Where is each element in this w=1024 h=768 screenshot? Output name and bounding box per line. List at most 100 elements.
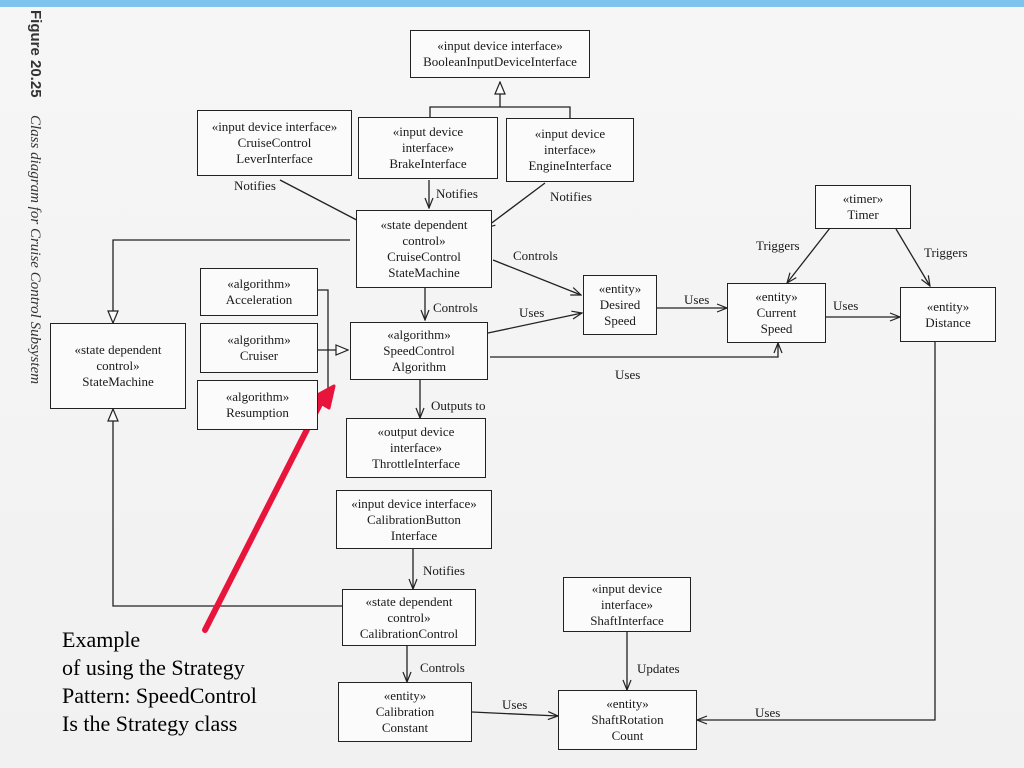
class-name: Acceleration: [225, 292, 293, 307]
class-name: BrakeInterface: [389, 156, 467, 171]
stereotype: «algorithm»: [387, 327, 451, 342]
top-accent-bar: [0, 0, 1024, 7]
class-name: CalibrationControl: [359, 625, 459, 641]
class-name: ShaftInterface: [590, 612, 664, 628]
class-throttle-interface: «output device interface» ThrottleInterf…: [346, 418, 486, 478]
stereotype: «entity»: [926, 298, 970, 314]
label-controls-speed: Controls: [433, 300, 478, 315]
edge-triggers-current: [787, 227, 831, 283]
class-name: ThrottleInterface: [371, 456, 461, 471]
label-uses-current: Uses: [684, 292, 710, 307]
stereotype-line2: interface»: [390, 440, 442, 455]
class-resumption: «algorithm» Resumption: [197, 380, 318, 430]
class-name-line2: Interface: [390, 527, 438, 543]
label-notifies-lever: Notifies: [234, 178, 276, 193]
edge-triggers-distance: [895, 228, 930, 286]
stereotype: «entity»: [755, 289, 798, 304]
class-name-line1: Calibration: [375, 704, 435, 719]
class-current-speed: «entity» Current Speed: [727, 283, 826, 343]
class-name-line1: CruiseControl: [387, 249, 461, 264]
class-calibration-constant: «entity» Calibration Constant: [338, 682, 472, 742]
figure-title: Class diagram for Cruise Control Subsyst…: [27, 115, 43, 385]
stereotype: «input device interface»: [437, 38, 563, 53]
label-notifies-calibration: Notifies: [423, 563, 465, 578]
stereotype-line2: control»: [96, 358, 140, 373]
class-boolean-input-device-interface: «input device interface» BooleanInputDev…: [410, 30, 590, 78]
edge-uses-desired: [487, 313, 582, 334]
annotation-arrow: [202, 384, 336, 633]
stereotype: «input device interface»: [211, 119, 338, 134]
class-calibration-button-interface: «input device interface» CalibrationButt…: [336, 490, 492, 549]
label-triggers-right: Triggers: [924, 245, 968, 260]
algorithm-bracket: [318, 289, 329, 401]
annotation-line-2: of using the Strategy: [62, 655, 245, 680]
class-name-line1: SpeedControl: [383, 343, 455, 358]
stereotype: «algorithm»: [227, 332, 291, 347]
class-speed-control-algorithm: «algorithm» SpeedControl Algorithm: [350, 322, 488, 380]
stereotype-line2: interface»: [544, 142, 596, 157]
label-updates: Updates: [637, 661, 680, 676]
edge-uses-current: [490, 343, 778, 358]
stereotype-line2: control»: [387, 609, 431, 625]
class-shaft-interface: «input device interface» ShaftInterface: [563, 577, 691, 632]
class-acceleration: «algorithm» Acceleration: [200, 268, 318, 316]
edge-uses-calibration: [471, 712, 558, 716]
label-notifies-brake: Notifies: [436, 186, 478, 201]
label-outputs-to: Outputs to: [431, 398, 486, 413]
label-uses-distance: Uses: [833, 298, 859, 313]
class-engine-interface: «input device interface» EngineInterface: [506, 118, 634, 182]
class-calibration-control: «state dependent control» CalibrationCon…: [342, 589, 476, 646]
class-state-machine: «state dependent control» StateMachine: [50, 323, 186, 409]
class-name-line2: StateMachine: [388, 265, 460, 280]
stereotype-line2: control»: [402, 233, 446, 248]
class-brake-interface: «input device interface» BrakeInterface: [358, 117, 498, 179]
class-name: BooleanInputDeviceInterface: [423, 54, 577, 69]
stereotype: «entity»: [606, 696, 649, 711]
figure-number: Figure 20.25: [27, 10, 44, 98]
label-uses-current-bottom: Uses: [615, 367, 641, 382]
annotation-line-1: Example: [62, 627, 141, 652]
stereotype-line1: «state dependent: [380, 217, 468, 232]
label-uses-calibration: Uses: [502, 697, 528, 712]
label-controls-desired: Controls: [513, 248, 558, 263]
stereotype-line2: interface»: [402, 140, 454, 155]
stereotype: «entity»: [598, 281, 642, 296]
class-name: Resumption: [226, 405, 289, 420]
stereotype-line2: interface»: [601, 596, 653, 612]
class-shaft-rotation-count: «entity» ShaftRotation Count: [558, 690, 697, 750]
label-uses-shaft: Uses: [755, 705, 781, 720]
class-name-line1: Desired: [599, 297, 641, 312]
annotation-line-3: Pattern: SpeedControl: [62, 683, 257, 708]
annotation-line-4: Is the Strategy class: [62, 711, 238, 736]
class-name: Distance: [925, 314, 971, 330]
stereotype-line1: «output device: [377, 424, 455, 439]
label-uses-desired: Uses: [519, 305, 545, 320]
class-name-line2: Algorithm: [391, 359, 447, 374]
class-name: Timer: [847, 207, 879, 222]
strategy-annotation: Example of using the Strategy Pattern: S…: [62, 626, 257, 738]
class-name-line2: Count: [611, 728, 644, 743]
label-notifies-engine: Notifies: [550, 189, 592, 204]
stereotype-line1: «input device: [392, 124, 464, 139]
class-name-line1: CalibrationButton: [367, 511, 461, 527]
class-name-line1: CruiseControl: [237, 135, 312, 150]
edge-controls-desired: [492, 259, 581, 295]
stereotype-line1: «state dependent: [74, 342, 162, 357]
class-desired-speed: «entity» Desired Speed: [583, 275, 657, 335]
figure-caption: Figure 20.25 Class diagram for Cruise Co…: [14, 10, 44, 430]
generalization-cruise-sm-arrow: [113, 239, 350, 323]
class-name-line2: Speed: [604, 313, 636, 328]
class-cruiser: «algorithm» Cruiser: [200, 323, 318, 373]
class-name: EngineInterface: [528, 158, 612, 173]
class-name-line1: Current: [756, 305, 797, 320]
class-name: StateMachine: [82, 374, 154, 389]
class-cruise-control-state-machine: «state dependent control» CruiseControl …: [356, 210, 492, 288]
class-name-line2: Speed: [760, 321, 793, 336]
class-name-line2: Constant: [381, 720, 429, 735]
stereotype: «timer»: [842, 191, 884, 206]
generalization-calibration-arrow: [113, 409, 342, 607]
label-controls-calibration: Controls: [420, 660, 465, 675]
class-name: Cruiser: [239, 348, 279, 363]
stereotype: «input device interface»: [351, 495, 477, 511]
